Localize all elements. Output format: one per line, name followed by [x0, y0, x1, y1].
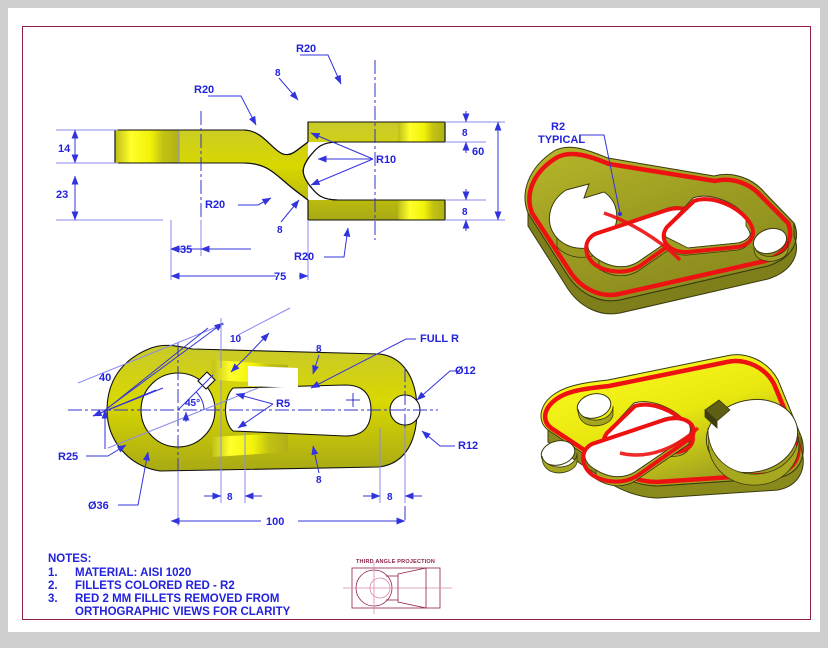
iso-view-bottom [540, 354, 804, 499]
dim-full-r-label: FULL R [420, 333, 459, 345]
dim-8-top-right-label: 8 [462, 128, 468, 139]
notes-block: NOTES: 1. MATERIAL: AISI 1020 2. FILLETS… [48, 553, 291, 618]
dim-60-label: 60 [472, 146, 484, 158]
note-1-text: MATERIAL: AISI 1020 [75, 567, 191, 579]
dim-8-upper-arm-label: 8 [275, 68, 281, 79]
sheet-border [22, 26, 811, 620]
note-2-text: FILLETS COLORED RED - R2 [75, 580, 235, 592]
dim-8-lower-label: 8 [316, 475, 322, 486]
iso-annotation-r2: R2 [551, 121, 565, 133]
dim-8-end-label: 8 [387, 492, 393, 503]
dim-r5-label: R5 [276, 398, 290, 410]
note-3-text: RED 2 MM FILLETS REMOVED FROM [75, 593, 279, 605]
dim-r25-label: R25 [58, 451, 78, 463]
front-view-keyway [197, 371, 216, 390]
dim-14-label: 14 [58, 143, 71, 155]
dim-r20-b-label: R20 [296, 43, 316, 55]
top-orthographic-view: 14 23 35 [56, 43, 505, 283]
dim-r20-c-label: R20 [205, 199, 225, 211]
dim-40-label: 40 [99, 372, 111, 384]
dim-dia36-label: Ø36 [88, 500, 109, 512]
dim-35-label: 35 [180, 244, 192, 256]
drawing-sheet: 14 23 35 [8, 8, 820, 632]
front-orthographic-view: 40 10 45° R25 Ø36 R5 8 [58, 307, 478, 528]
dim-r20-d-label: R20 [294, 251, 314, 263]
iso-annotation-typical: TYPICAL [538, 134, 585, 146]
dim-75-label: 75 [274, 271, 286, 283]
dim-45deg-label: 45° [185, 398, 200, 409]
note-1-number: 1. [48, 567, 58, 579]
dim-dia12-label: Ø12 [455, 365, 476, 377]
note-3-text-cont: ORTHOGRAPHIC VIEWS FOR CLARITY [75, 606, 291, 618]
dim-10-label: 10 [230, 334, 242, 345]
notes-heading: NOTES: [48, 553, 91, 565]
note-3-number: 3. [48, 593, 58, 605]
dim-8-hub-label: 8 [227, 492, 233, 503]
dim-r10-label: R10 [376, 154, 396, 166]
projection-symbol-label: THIRD ANGLE PROJECTION [356, 559, 435, 565]
dim-23-label: 23 [56, 189, 68, 201]
dim-r12-label: R12 [458, 440, 478, 452]
dim-r20-a-label: R20 [194, 84, 214, 96]
dim-8-upper-label: 8 [316, 344, 322, 355]
iso-view-top: R2 TYPICAL [524, 121, 797, 315]
dim-100-label: 100 [266, 516, 284, 528]
dim-8-bottom-right-label: 8 [462, 207, 468, 218]
drawing-canvas: 14 23 35 [48, 43, 804, 618]
note-2-number: 2. [48, 580, 58, 592]
dim-8-lower-arm-label: 8 [277, 225, 283, 236]
third-angle-projection-symbol: THIRD ANGLE PROJECTION [343, 559, 452, 614]
